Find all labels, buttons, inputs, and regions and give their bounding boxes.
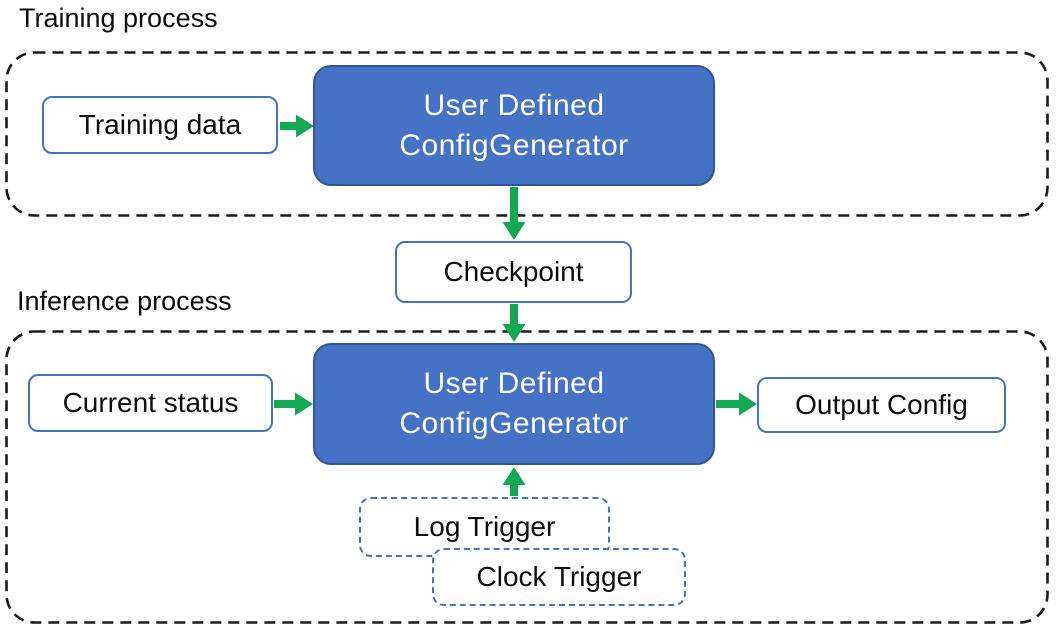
config-generator-inference-node: User Defined ConfigGenerator <box>313 343 715 465</box>
training-data-label: Training data <box>78 109 242 140</box>
current-status-label: Current status <box>62 387 239 418</box>
inference-process-container <box>5 330 1049 624</box>
config-generator-training-node: User Defined ConfigGenerator <box>313 65 715 186</box>
arrow-generator-to-output-config <box>716 392 757 416</box>
training-process-label: Training process <box>19 3 218 33</box>
inference-process-label: Inference process <box>17 286 232 316</box>
training-process-container <box>5 51 1049 217</box>
current-status-node: Current status <box>28 374 273 432</box>
config-generator-training-label-line2: ConfigGenerator <box>399 128 629 162</box>
config-generator-inference-label-line2: ConfigGenerator <box>399 407 629 440</box>
checkpoint-node: Checkpoint <box>395 241 632 303</box>
training-data-node: Training data <box>42 96 278 154</box>
output-config-node: Output Config <box>757 377 1006 433</box>
config-generator-inference-label-line1: User Defined <box>423 367 605 400</box>
arrow-generator-to-checkpoint <box>502 187 526 240</box>
arrow-training-data-to-generator <box>280 114 314 138</box>
clock-trigger-label: Clock Trigger <box>476 561 642 592</box>
arrow-current-status-to-generator <box>274 392 313 416</box>
log-trigger-label: Log Trigger <box>413 511 556 542</box>
output-config-label: Output Config <box>795 389 968 420</box>
clock-trigger-node: Clock Trigger <box>432 548 686 606</box>
arrow-triggers-to-generator <box>502 467 526 496</box>
checkpoint-label: Checkpoint <box>443 256 584 287</box>
config-generator-training-label-line1: User Defined <box>423 88 605 122</box>
arrow-checkpoint-to-generator <box>502 304 526 342</box>
